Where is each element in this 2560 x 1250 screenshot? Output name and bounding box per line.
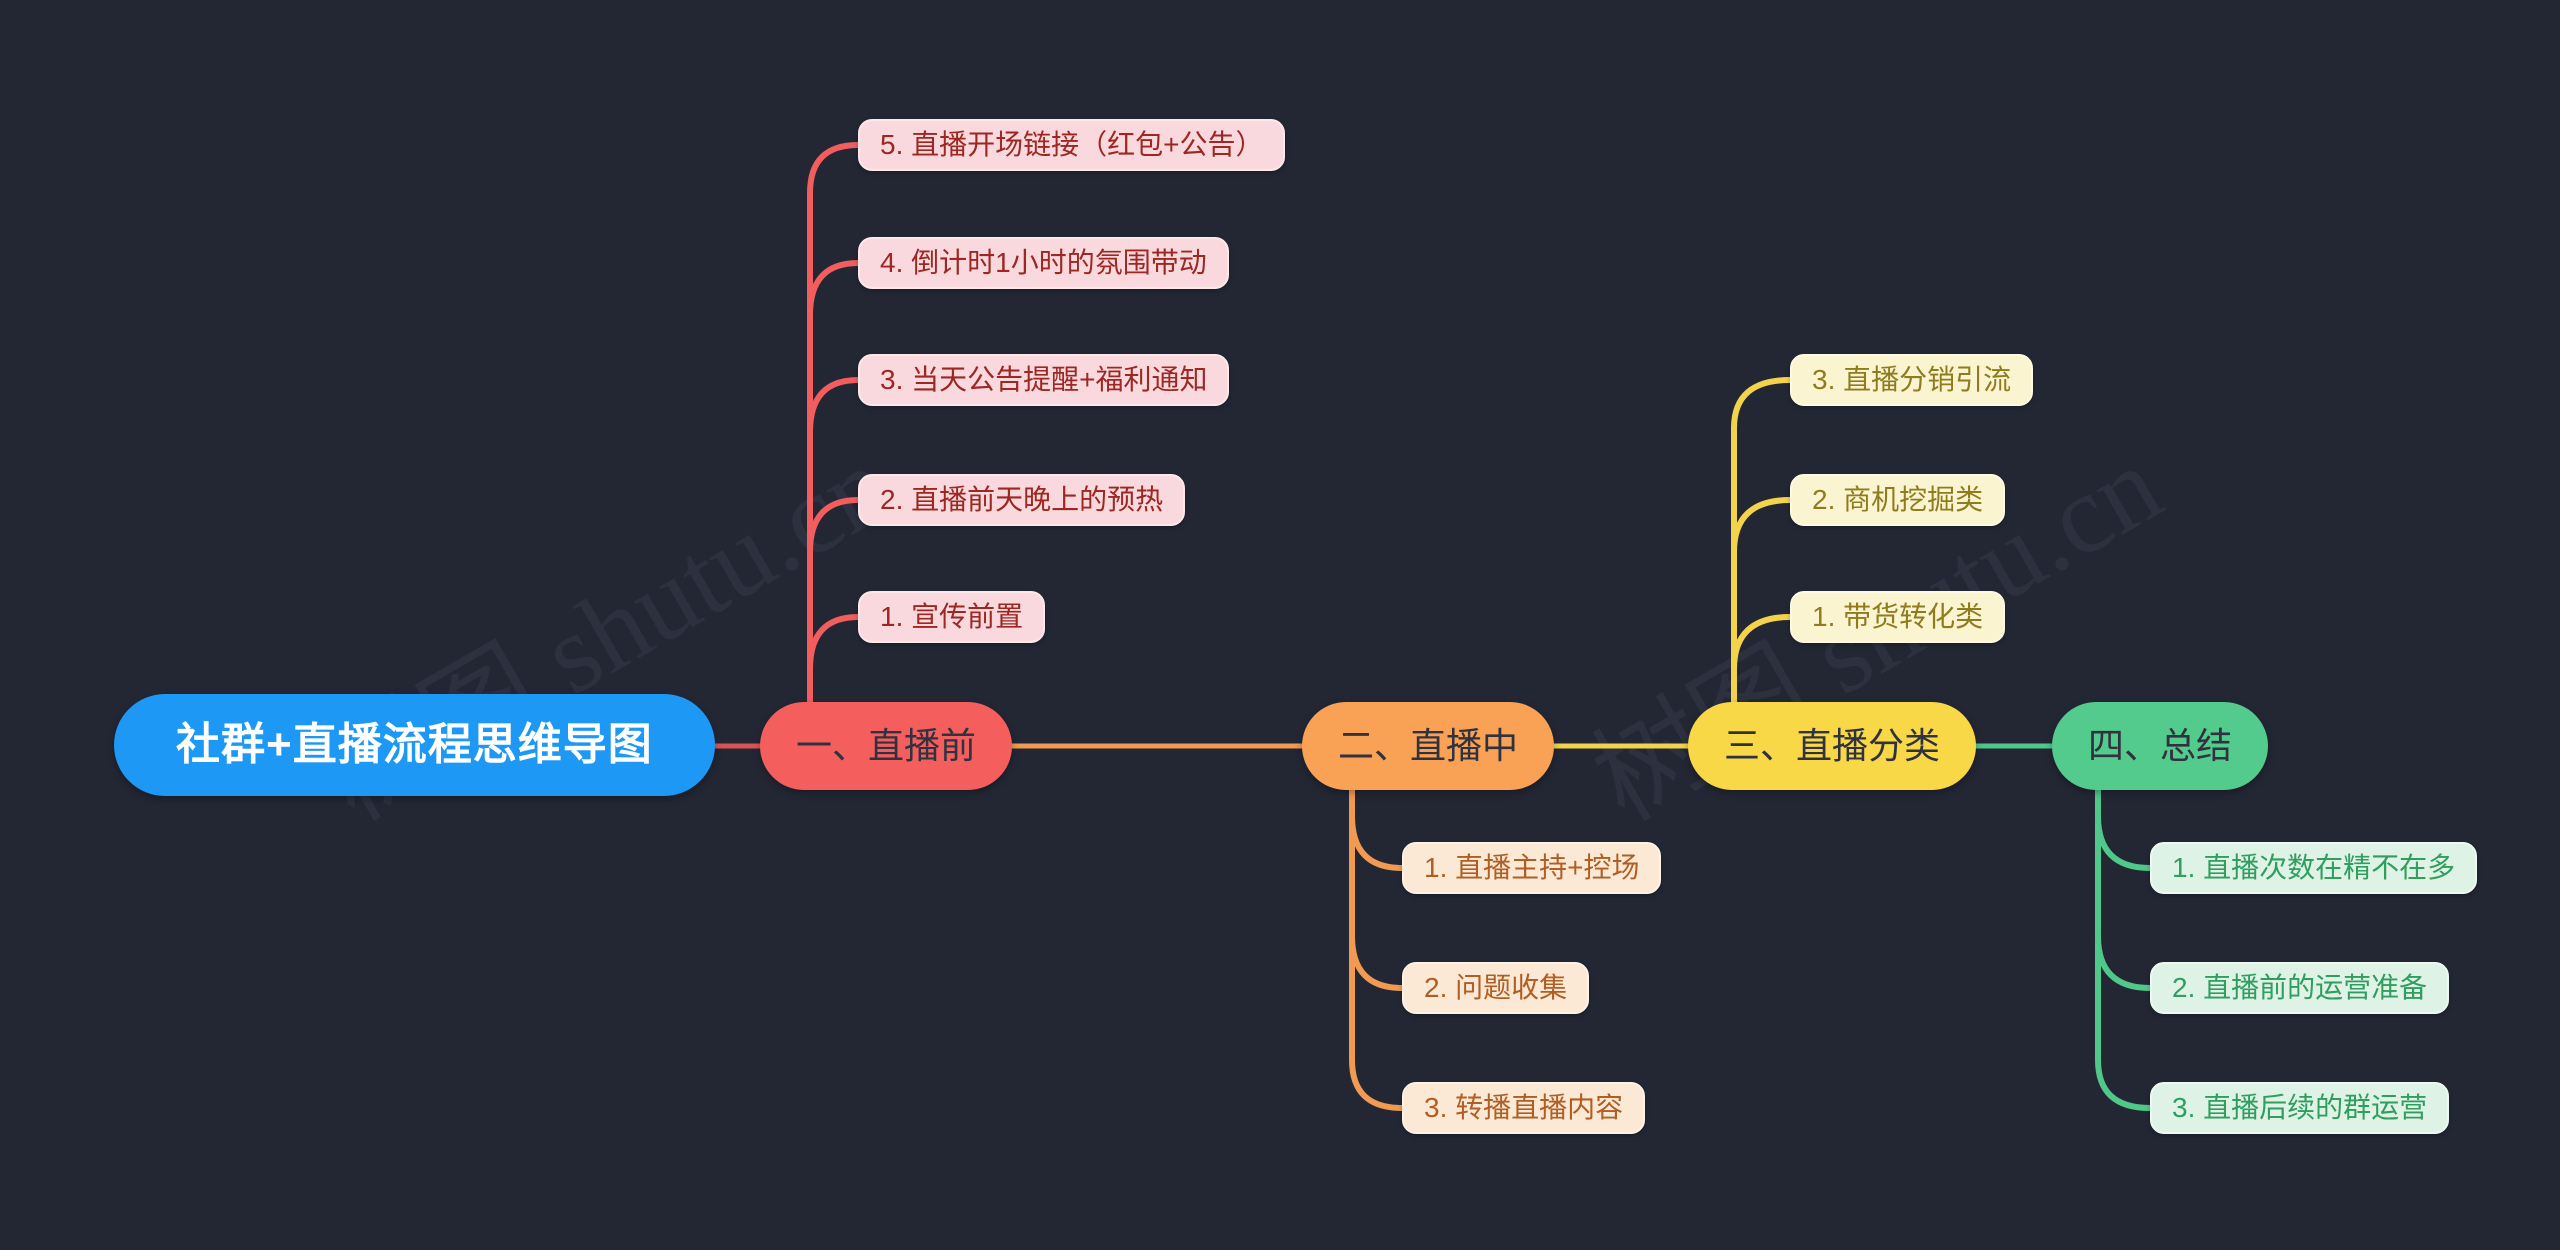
child-node-promotion[interactable]: 1. 宣传前置 (858, 591, 1046, 643)
child-node-distribution[interactable]: 3. 直播分销引流 (1790, 354, 2034, 406)
child-node-rebroadcast[interactable]: 3. 转播直播内容 (1402, 1082, 1646, 1134)
child-node-hosting[interactable]: 1. 直播主持+控场 (1402, 842, 1662, 894)
branch-node-during-live[interactable]: 二、直播中 (1302, 702, 1555, 790)
branch-node-before-live[interactable]: 一、直播前 (760, 702, 1013, 790)
child-node-question-collection[interactable]: 2. 问题收集 (1402, 962, 1590, 1014)
child-node-quality-over-quantity[interactable]: 1. 直播次数在精不在多 (2150, 842, 2478, 894)
child-node-countdown[interactable]: 4. 倒计时1小时的氛围带动 (858, 237, 1229, 289)
branch2-curve-child1 (1349, 813, 1405, 871)
branch3-curve-child2 (1731, 497, 1793, 555)
branch4-trunk (2095, 785, 2153, 1111)
branch1-curve-child4 (807, 260, 861, 318)
child-node-sales-conversion[interactable]: 1. 带货转化类 (1790, 591, 2006, 643)
branch1-curve-child1 (807, 614, 861, 672)
branch-node-live-categories[interactable]: 三、直播分类 (1688, 702, 1977, 790)
child-node-announcement[interactable]: 3. 当天公告提醒+福利通知 (858, 354, 1230, 406)
child-node-preheat[interactable]: 2. 直播前天晚上的预热 (858, 474, 1186, 526)
child-node-operation-prep[interactable]: 2. 直播前的运营准备 (2150, 962, 2450, 1014)
child-node-opening-link[interactable]: 5. 直播开场链接（红包+公告） (858, 119, 1286, 171)
child-node-business-mining[interactable]: 2. 商机挖掘类 (1790, 474, 2006, 526)
branch2-curve-child2 (1349, 933, 1405, 991)
root-node[interactable]: 社群+直播流程思维导图 (114, 694, 715, 796)
branch-node-summary[interactable]: 四、总结 (2052, 702, 2269, 790)
branch2-trunk (1349, 785, 1405, 1111)
branch4-curve-child2 (2095, 933, 2153, 991)
child-node-group-operation[interactable]: 3. 直播后续的群运营 (2150, 1082, 2450, 1134)
branch4-curve-child1 (2095, 813, 2153, 871)
